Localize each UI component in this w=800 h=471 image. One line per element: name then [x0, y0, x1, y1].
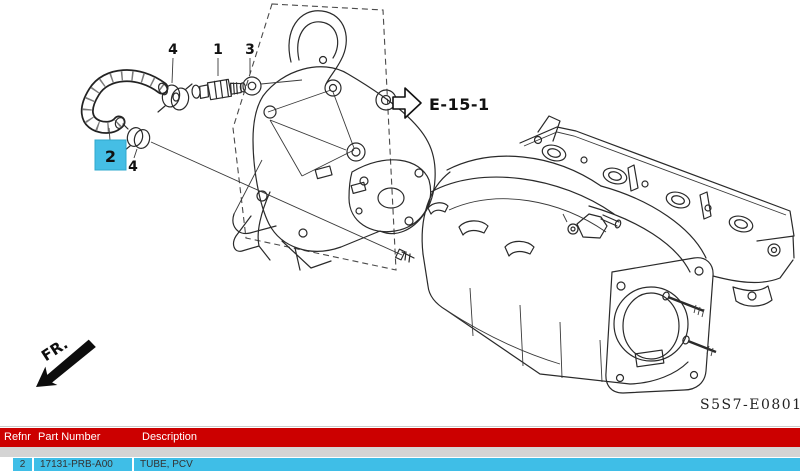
manifold-fitting-drawing — [562, 213, 622, 239]
bracket-drawing — [232, 10, 436, 271]
pcv-valve-drawing — [191, 78, 246, 101]
header-description: Description — [142, 431, 198, 443]
parts-diagram: 4 1 3 4 — [36, 3, 800, 413]
callout-4-tube[interactable]: 4 — [128, 159, 138, 175]
table-spacer-row — [0, 447, 800, 457]
table-header: Refnr Part Number Description — [0, 428, 800, 447]
leader-line — [150, 141, 415, 263]
drawing-number: S5S7-E0801 — [700, 397, 800, 413]
reference-label: E-15-1 — [429, 95, 490, 114]
washer-drawing — [242, 76, 303, 96]
dashed-region — [232, 3, 397, 271]
pcv-tube-drawing — [80, 69, 169, 134]
reference-e15: E-15-1 — [392, 87, 490, 119]
callout-4-top[interactable]: 4 — [168, 42, 178, 58]
diagram-area: 4 1 3 4 — [0, 3, 800, 427]
stud-bolt-drawing — [662, 291, 717, 357]
intake-manifold-drawing — [421, 115, 795, 394]
block-arrow-icon — [392, 87, 422, 119]
table-row[interactable]: 2 17131-PRB-A00 TUBE, PCV — [0, 458, 800, 471]
tube-clamp-drawing — [122, 123, 151, 159]
header-refnr: Refnr — [4, 431, 31, 443]
fr-arrow: FR. — [36, 335, 96, 387]
callout-3[interactable]: 3 — [245, 42, 255, 58]
fr-arrow-icon — [36, 339, 96, 387]
cell-description[interactable]: TUBE, PCV — [134, 458, 800, 471]
callout-2-highlight[interactable]: 2 — [94, 127, 127, 171]
callout-1[interactable]: 1 — [213, 42, 223, 58]
parts-table: Refnr Part Number Description 2 17131-PR… — [0, 428, 800, 471]
cell-refnr[interactable]: 2 — [13, 458, 32, 471]
callout-2-label[interactable]: 2 — [105, 147, 116, 166]
cell-part-number[interactable]: 17131-PRB-A00 — [34, 458, 132, 471]
header-part-number: Part Number — [38, 431, 101, 443]
